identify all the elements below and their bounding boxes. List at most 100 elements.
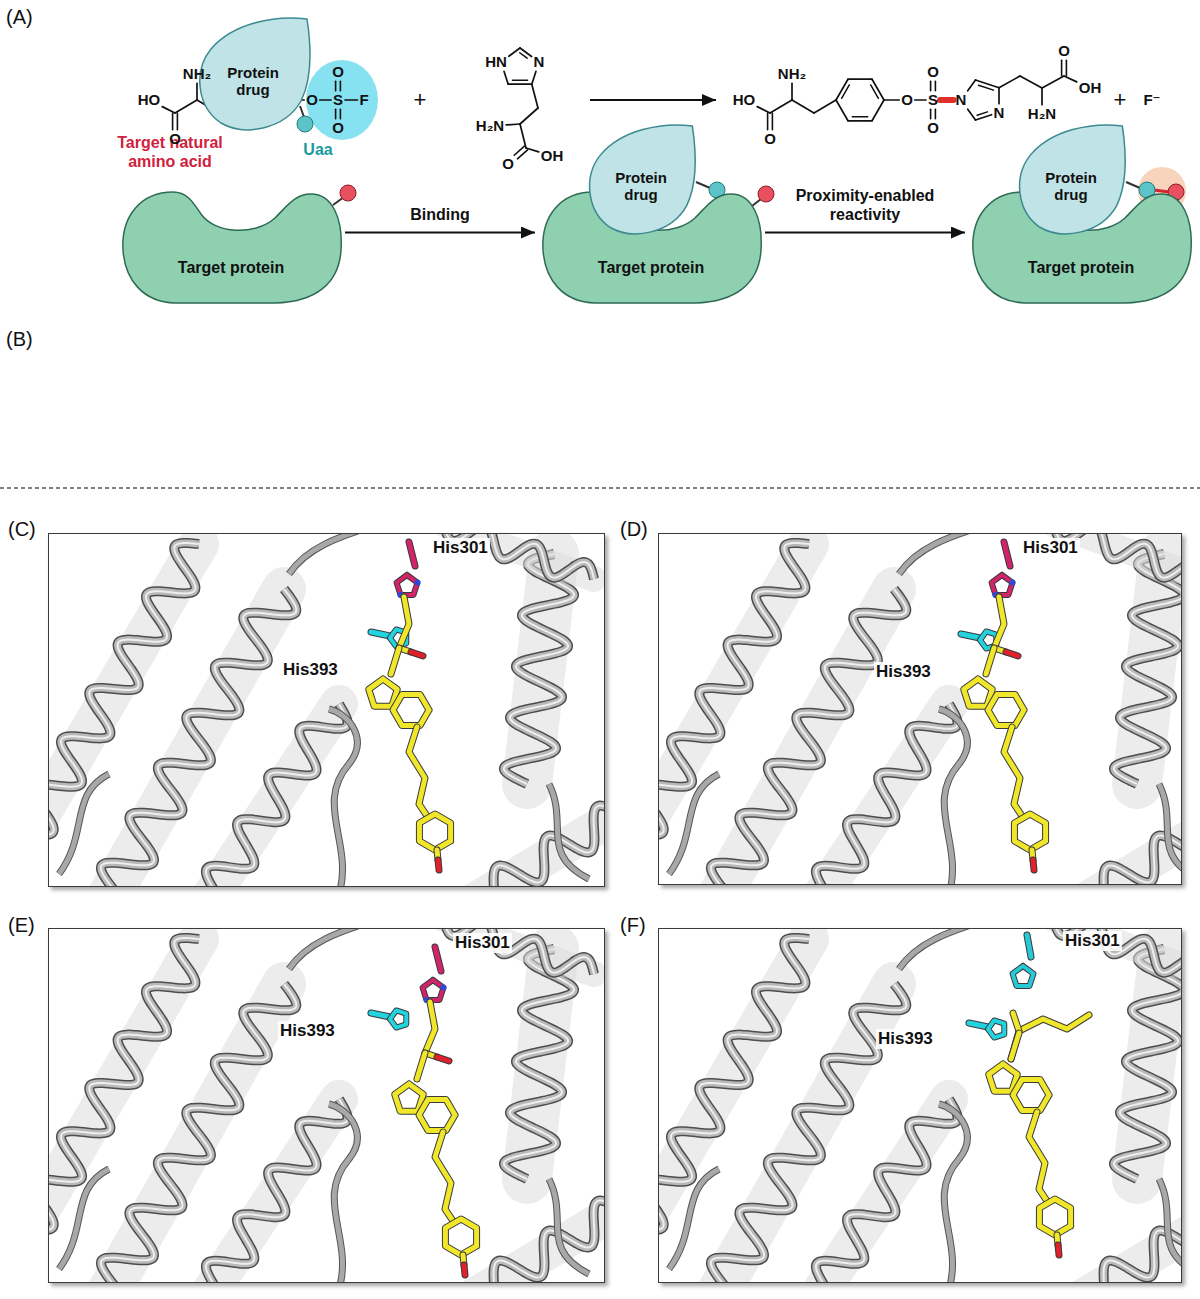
residue-label: His301 [1063, 931, 1122, 951]
protein-structure [659, 534, 1181, 884]
single-bond [196, 83, 198, 100]
ligand-ring [1014, 814, 1045, 850]
ligand-ring [419, 814, 450, 850]
his301-ring [397, 575, 418, 595]
panel-letter: (C) [8, 518, 36, 540]
loop [289, 928, 379, 969]
loop [939, 1104, 967, 1283]
his393-stick-outline [371, 1013, 390, 1017]
helix-highlight [199, 1099, 348, 1283]
ligand-ring-outline [1039, 1199, 1070, 1235]
helix-body [444, 928, 594, 974]
single-bond [532, 71, 536, 84]
helix-ribbon-edge [504, 949, 574, 1179]
his301-ring-outline [397, 575, 418, 595]
ligand-stick [417, 1053, 425, 1079]
ring-double-bond [978, 85, 993, 90]
oxygen-stick [1058, 1245, 1059, 1255]
loop-edge [329, 1104, 357, 1283]
his301-ring-outline [1013, 966, 1034, 986]
double-bond [177, 113, 179, 130]
fluorosulfate-highlight [306, 60, 378, 140]
single-bond [757, 107, 770, 113]
ligand-stick-outline [1011, 1015, 1089, 1059]
single-bond [848, 78, 872, 80]
target-protein-shape: Target protein [115, 180, 345, 305]
his301-ring [1013, 966, 1034, 986]
single-bond [162, 107, 175, 113]
helix-highlight [809, 1099, 958, 1283]
double-bond [935, 81, 937, 91]
shape-label: Target protein [576, 259, 726, 277]
protein-drug-shape: Protein drug [585, 122, 700, 237]
single-bond [320, 99, 331, 101]
ring-double-bond [852, 116, 867, 118]
loop-edge [289, 533, 379, 574]
atom-label: NH₂ [183, 66, 211, 83]
structure-panel: His301His393 [48, 928, 605, 1283]
his393-stick-outline [371, 632, 390, 636]
ligand-stick-outline [391, 648, 399, 674]
ligand-ring-outline [1014, 814, 1045, 850]
ligand-stick-outline [1004, 727, 1022, 816]
single-bond [915, 99, 926, 101]
helix-ribbon [504, 554, 574, 784]
loop [289, 533, 379, 574]
loop-edge [669, 1169, 719, 1269]
ligand-ring [989, 1064, 1018, 1091]
ligand-ring [988, 694, 1024, 725]
nitrogen-atom [415, 580, 421, 586]
ribbon-cartoon [48, 928, 605, 1283]
ligand-ring [369, 679, 398, 706]
loop [899, 533, 989, 574]
atom-label: N [534, 54, 545, 71]
atom-label: HN [485, 54, 507, 71]
ligand-ring-outline [395, 1084, 424, 1111]
shape-outline [115, 180, 345, 305]
ligand-stick-outline [1013, 1013, 1019, 1031]
panel-letter: (A) [6, 6, 33, 28]
his301-stick [1004, 542, 1010, 566]
double-bond [935, 109, 937, 119]
loop [329, 709, 357, 887]
helix-ribbon [444, 928, 594, 974]
plus-sign: + [1114, 88, 1127, 112]
drug-outline [1020, 125, 1126, 234]
helix-ribbon [1114, 554, 1182, 784]
residue-stick [752, 199, 761, 206]
oxygen-stick-outline [438, 860, 439, 870]
residue-label: His393 [876, 1029, 935, 1049]
ligand-stick [409, 727, 427, 816]
atom-label: H₂N [1028, 106, 1056, 123]
ligand-ring [445, 1219, 476, 1255]
ligand-ring [419, 1099, 455, 1130]
helix-highlight [199, 704, 348, 887]
ribbon-cartoon [658, 533, 1182, 885]
single-bond [814, 100, 836, 113]
his393-stick [969, 1023, 988, 1027]
ligand-ring-outline [445, 1219, 476, 1255]
ligand-and-residues [371, 947, 477, 1275]
single-bond [175, 100, 197, 113]
loop [1159, 1179, 1182, 1274]
uaa-stick [300, 106, 304, 117]
double-bond [335, 109, 337, 119]
double-bond [517, 150, 527, 159]
arrow-label: Proximity-enabled reactivity [790, 186, 940, 224]
residue-label: His301 [431, 538, 490, 558]
double-bond [172, 113, 174, 130]
single-bond [520, 108, 538, 124]
double-bond [1066, 60, 1068, 76]
highlighted-bond [940, 97, 954, 103]
helix-highlight [809, 704, 958, 885]
residue-label: His301 [1021, 538, 1080, 558]
single-bond [791, 83, 793, 100]
ligand-stick-outline [417, 1053, 425, 1079]
loop-edge [289, 928, 379, 969]
helix-ribbon-edge [504, 554, 574, 784]
loop-edge [669, 774, 719, 874]
ligand-ring [393, 694, 429, 725]
single-bond [1042, 76, 1064, 88]
residue-label: His393 [278, 1021, 337, 1041]
uaa-stick [1126, 182, 1140, 188]
